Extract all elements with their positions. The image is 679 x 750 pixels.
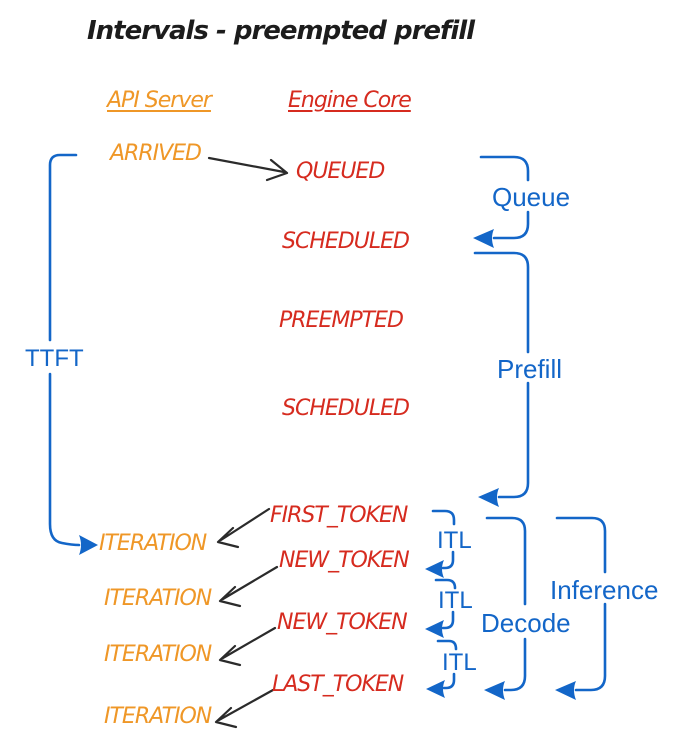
interval-inference-label: Inference (550, 575, 659, 605)
inference-bracket-line (555, 516, 607, 692)
itl-arrowhead-icon-2 (425, 620, 444, 638)
queue-arrowhead-icon (473, 229, 494, 248)
event-scheduled-2: SCHEDULED (282, 396, 410, 421)
api-server-header: API Server (107, 88, 212, 113)
interval-itl-label-1: ITL (437, 527, 472, 554)
itl-arrowhead-icon-3 (426, 680, 445, 698)
interval-itl-label-3: ITL (442, 649, 477, 676)
itl-arrowhead-icon-1 (425, 560, 444, 578)
event-iteration-2: ITERATION (104, 586, 212, 611)
event-iteration-3: ITERATION (104, 642, 212, 667)
event-queued: QUEUED (296, 159, 385, 184)
arrow-new-token1-to-iteration (218, 565, 279, 608)
arrow-first-token-to-iteration (216, 507, 271, 549)
arrow-new-token2-to-iteration (218, 626, 277, 667)
event-iteration-1: ITERATION (99, 531, 207, 556)
decode-bracket-line (485, 516, 527, 692)
event-first-token: FIRST_TOKEN (270, 503, 408, 528)
ttft-arrowhead-icon (79, 535, 98, 555)
ttft-bracket-line (48, 153, 81, 547)
prefill-bracket-line (473, 251, 530, 499)
event-scheduled-1: SCHEDULED (282, 229, 410, 254)
interval-prefill-label: Prefill (497, 354, 563, 384)
decode-arrowhead-icon (484, 681, 505, 700)
arrow-arrived-to-queued (207, 156, 289, 182)
prefill-arrowhead-icon (478, 488, 499, 507)
event-last-token: LAST_TOKEN (272, 672, 404, 697)
event-new-token-2: NEW_TOKEN (277, 610, 408, 635)
page-title: Intervals - preempted prefill (87, 16, 475, 46)
event-new-token-1: NEW_TOKEN (279, 548, 410, 573)
arrow-last-token-to-iteration (214, 688, 275, 729)
queue-bracket-line (479, 155, 530, 240)
event-preempted: PREEMPTED (279, 308, 404, 333)
interval-decode-label: Decode (481, 608, 571, 638)
interval-queue-label: Queue (492, 182, 571, 212)
interval-itl-label-2: ITL (438, 587, 473, 614)
itl-bracket-line-1 (431, 509, 456, 570)
itl-bracket-line-2 (434, 578, 457, 630)
itl-bracket-line-3 (436, 639, 458, 690)
event-arrived: ARRIVED (110, 141, 202, 166)
engine-core-header: Engine Core (288, 88, 412, 113)
interval-ttft-label: TTFT (25, 345, 84, 372)
inference-arrowhead-icon (555, 681, 576, 700)
event-iteration-4: ITERATION (104, 704, 212, 729)
